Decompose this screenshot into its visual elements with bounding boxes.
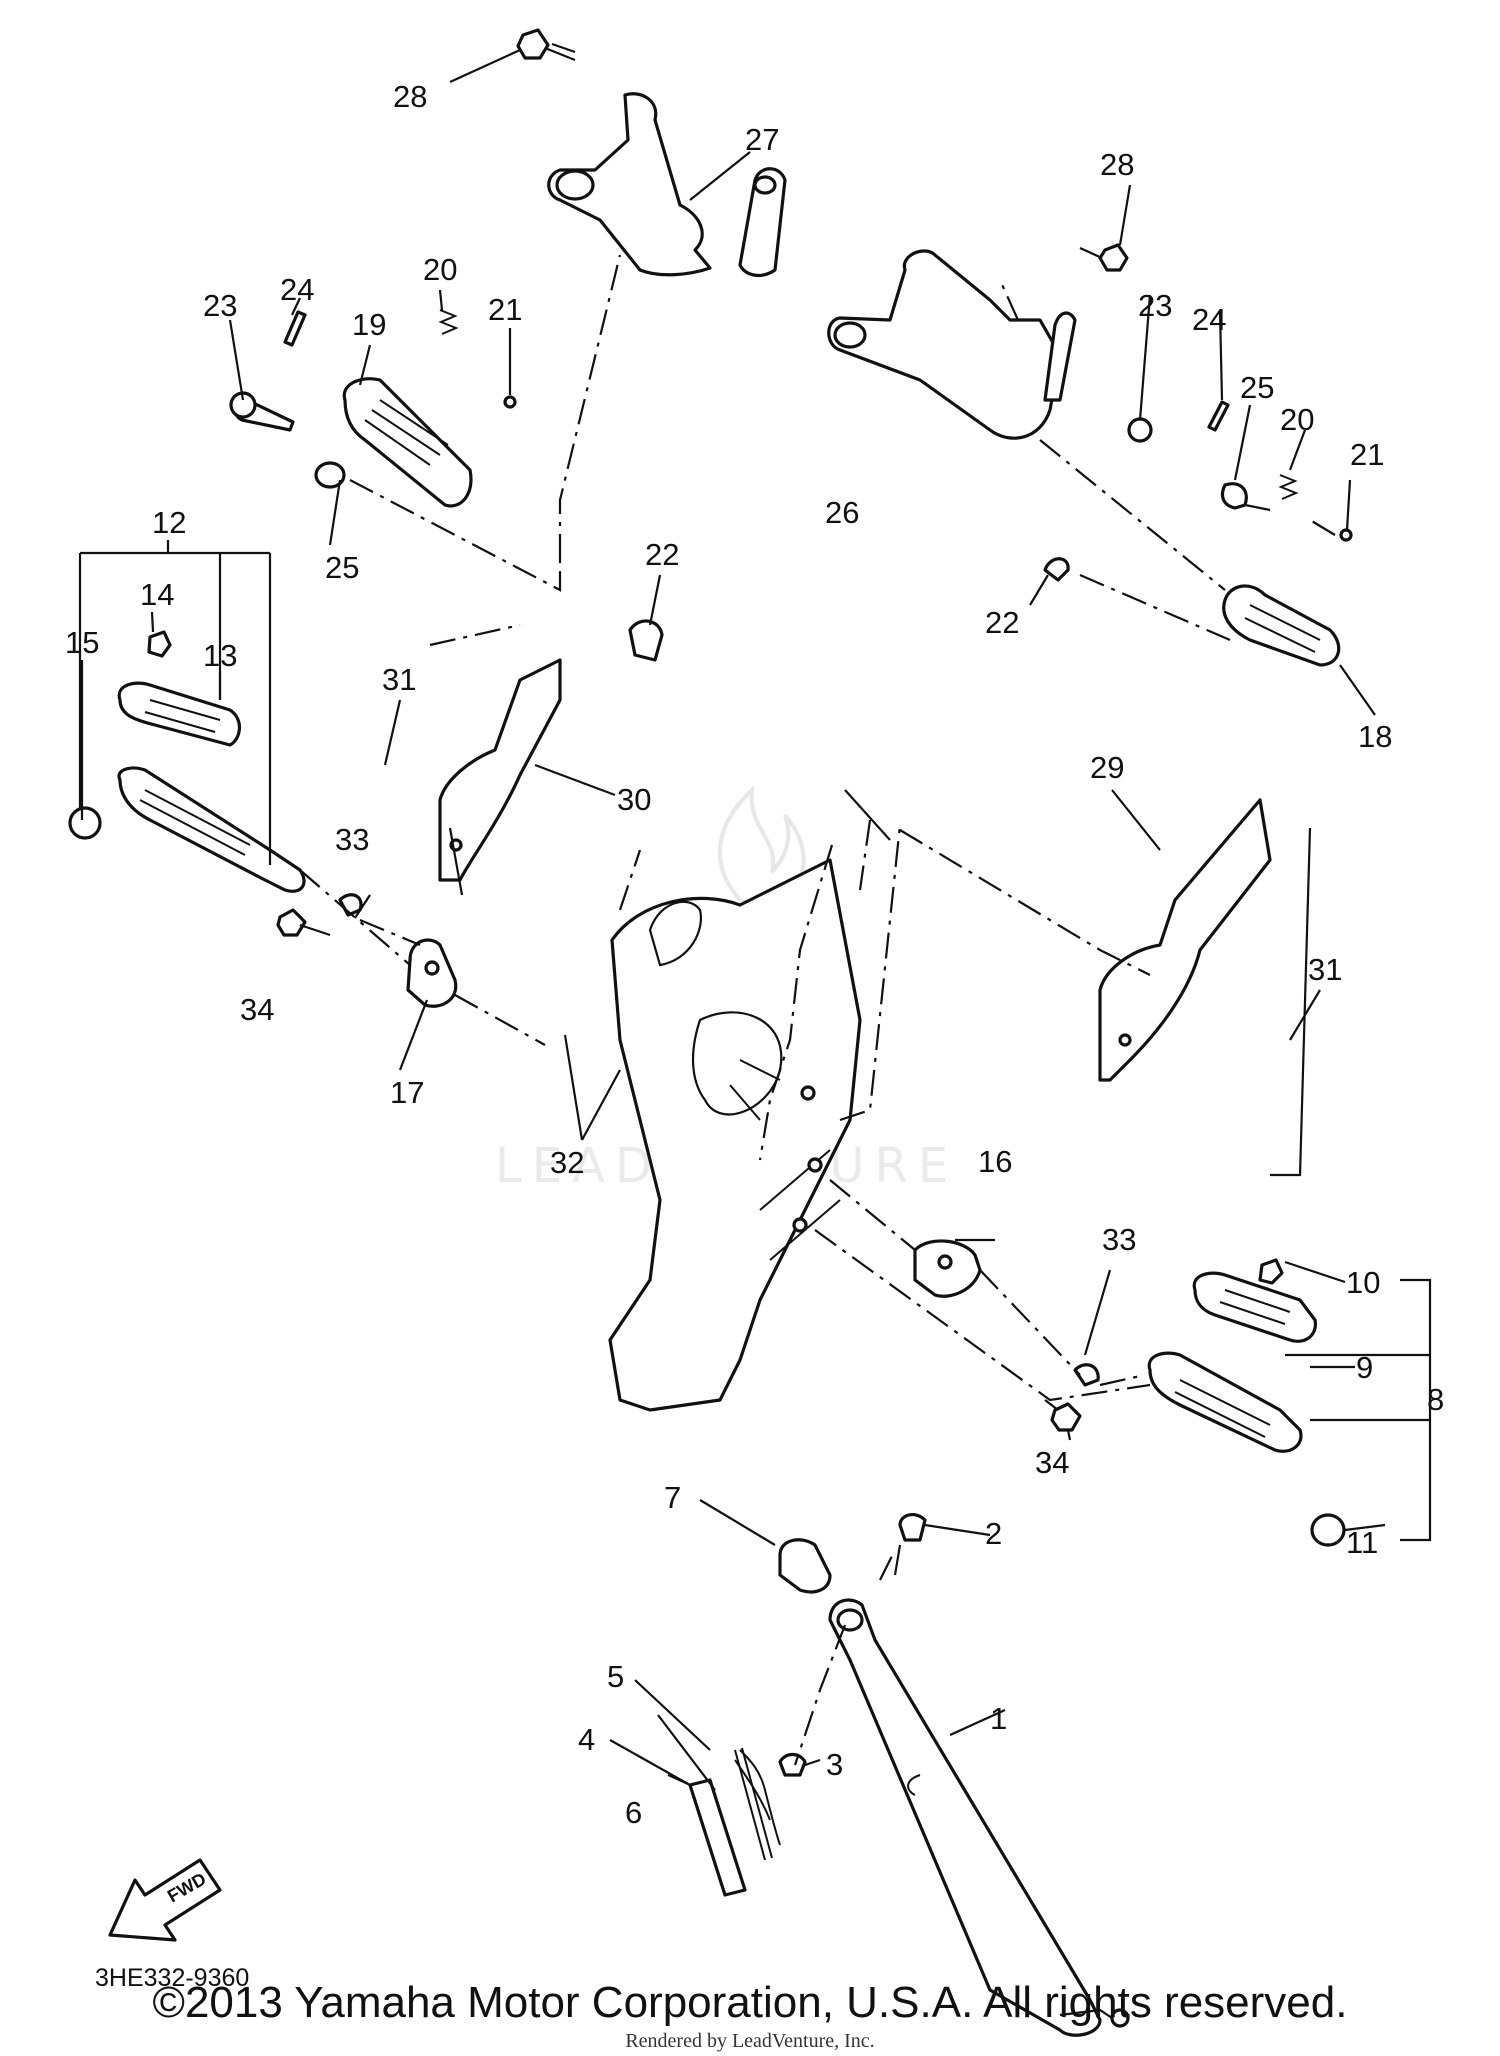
callout-24: 24 xyxy=(280,272,314,307)
front-footrest-left xyxy=(68,630,306,893)
copyright-notice: ©2013 Yamaha Motor Corporation, U.S.A. A… xyxy=(152,1978,1348,2027)
callout-15: 15 xyxy=(65,625,99,660)
callout-16: 16 xyxy=(978,1144,1012,1179)
callout-10: 10 xyxy=(1346,1265,1380,1300)
callout-33b: 33 xyxy=(1102,1222,1136,1257)
callout-21: 21 xyxy=(488,292,522,327)
callout-27: 27 xyxy=(745,122,779,157)
heel-guard-right xyxy=(1098,798,1272,1082)
sidestand xyxy=(667,1512,1130,2037)
rear-footpeg-left xyxy=(229,309,517,508)
alignment-lines xyxy=(299,254,1336,1766)
rear-footpeg-right xyxy=(1043,400,1353,667)
callout-25: 25 xyxy=(325,550,359,585)
frame-outline xyxy=(608,819,872,1412)
callout-28: 28 xyxy=(393,79,427,114)
callout-25b: 25 xyxy=(1240,370,1274,405)
rear-bracket-left xyxy=(547,92,787,278)
callout-12: 12 xyxy=(152,505,186,540)
front-footrest-right xyxy=(1073,1258,1346,1547)
callout-6: 6 xyxy=(625,1795,642,1830)
callout-3: 3 xyxy=(826,1747,843,1782)
callouts: 1 2 3 4 5 6 7 8 9 10 11 12 13 14 15 16 1… xyxy=(65,79,1444,1992)
front-bracket-left xyxy=(276,893,458,1008)
callout-20b: 20 xyxy=(1280,402,1314,437)
callout-26: 26 xyxy=(825,495,859,530)
callout-1: 1 xyxy=(990,1701,1007,1736)
callout-23b: 23 xyxy=(1138,288,1172,323)
callout-34b: 34 xyxy=(1035,1445,1069,1480)
callout-34: 34 xyxy=(240,992,274,1027)
part-code: 3HE332-9360 xyxy=(95,1964,249,1992)
callout-2: 2 xyxy=(985,1516,1002,1551)
callout-21b: 21 xyxy=(1350,437,1384,472)
callout-22b: 22 xyxy=(985,605,1019,640)
callout-4: 4 xyxy=(578,1722,595,1757)
rear-bracket-right xyxy=(827,243,1129,440)
front-bracket-right xyxy=(913,1239,1082,1432)
callout-20: 20 xyxy=(423,252,457,287)
callout-31b: 31 xyxy=(382,662,416,697)
callout-28b: 28 xyxy=(1100,147,1134,182)
callout-19: 19 xyxy=(352,307,386,342)
bolt-28-upper xyxy=(516,28,576,62)
callout-11: 11 xyxy=(1346,1525,1378,1560)
callout-22: 22 xyxy=(645,537,679,572)
callout-31: 31 xyxy=(1308,952,1342,987)
callout-13: 13 xyxy=(203,638,237,673)
callout-33: 33 xyxy=(335,822,369,857)
heel-guard-left xyxy=(438,658,562,882)
cap-22-left xyxy=(628,619,664,662)
callout-7: 7 xyxy=(664,1480,681,1515)
callout-9: 9 xyxy=(1356,1350,1373,1385)
callout-30: 30 xyxy=(617,782,651,817)
callout-5: 5 xyxy=(607,1659,624,1694)
callout-8: 8 xyxy=(1427,1382,1444,1417)
rendered-by: Rendered by LeadVenture, Inc. xyxy=(625,2030,875,2052)
fwd-arrow: FWD xyxy=(108,1858,222,1942)
callout-23: 23 xyxy=(203,288,237,323)
callout-24b: 24 xyxy=(1192,302,1226,337)
callout-29: 29 xyxy=(1090,750,1124,785)
callout-18: 18 xyxy=(1358,719,1392,754)
callout-32: 32 xyxy=(550,1145,584,1180)
leader-lines xyxy=(78,48,1432,1791)
callout-17: 17 xyxy=(390,1075,424,1110)
callout-14: 14 xyxy=(140,577,174,612)
